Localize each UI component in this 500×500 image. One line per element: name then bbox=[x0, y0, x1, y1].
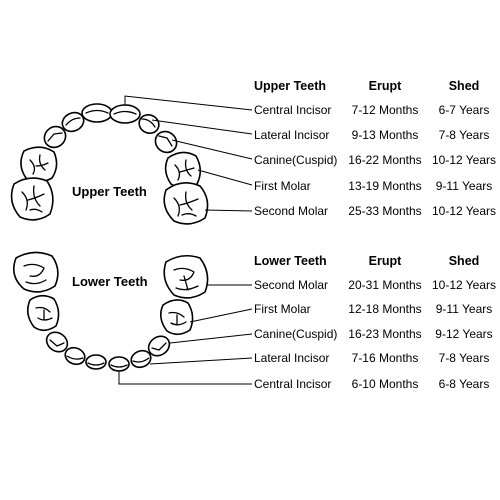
lower-right-canine-tooth bbox=[147, 335, 171, 357]
upper-left-first-molar-tooth bbox=[20, 146, 58, 183]
upper-row-erupt: 16-22 Months bbox=[348, 153, 421, 167]
lower-right-central-incisor-tooth bbox=[108, 356, 130, 372]
lower-row-name: Second Molar bbox=[254, 278, 328, 292]
lower-name-header: Lower Teeth bbox=[254, 254, 327, 268]
lower-arch bbox=[13, 251, 209, 372]
lower-erupt-header: Erupt bbox=[369, 254, 402, 268]
upper-right-central-incisor-tooth bbox=[109, 104, 141, 124]
upper-row-shed: 10-12 Years bbox=[432, 153, 496, 167]
upper-row-name: Second Molar bbox=[254, 204, 328, 218]
upper-row-erupt: 7-12 Months bbox=[352, 103, 419, 117]
lower-row-shed: 9-11 Years bbox=[436, 302, 493, 316]
upper-left-central-incisor-tooth bbox=[81, 103, 113, 123]
upper-erupt-header: Erupt bbox=[369, 79, 402, 93]
lower-row-shed: 7-8 Years bbox=[439, 351, 490, 365]
upper-row-name: Lateral Incisor bbox=[254, 128, 329, 142]
upper-row-shed: 9-11 Years bbox=[436, 179, 493, 193]
upper-row-name: First Molar bbox=[254, 179, 311, 193]
lower-row-shed: 9-12 Years bbox=[435, 327, 492, 341]
upper-right-second-molar-tooth bbox=[163, 182, 209, 225]
lower-left-second-molar-tooth bbox=[13, 251, 59, 293]
upper-row-name: Central Incisor bbox=[254, 103, 331, 117]
lower-row-shed: 10-12 Years bbox=[432, 278, 496, 292]
upper-leader-lines bbox=[124, 95, 253, 212]
upper-left-second-molar-tooth bbox=[10, 177, 54, 221]
upper-name-header: Upper Teeth bbox=[254, 79, 326, 93]
lower-row-name: First Molar bbox=[254, 302, 311, 316]
upper-row-erupt: 9-13 Months bbox=[352, 128, 419, 142]
upper-row-erupt: 25-33 Months bbox=[348, 204, 421, 218]
lower-right-second-molar-tooth bbox=[163, 254, 209, 299]
upper-left-canine-tooth bbox=[43, 125, 67, 149]
lower-row-erupt: 12-18 Months bbox=[348, 302, 421, 316]
lower-left-canine-tooth bbox=[45, 331, 69, 353]
lower-row-name: Central Incisor bbox=[254, 377, 331, 391]
upper-row-shed: 7-8 Years bbox=[439, 128, 490, 142]
upper-row-shed: 10-12 Years bbox=[432, 204, 496, 218]
upper-row-erupt: 13-19 Months bbox=[348, 179, 421, 193]
upper-right-lateral-incisor-tooth bbox=[138, 114, 160, 134]
lower-row-name: Lateral Incisor bbox=[254, 351, 329, 365]
lower-left-first-molar-tooth bbox=[26, 294, 60, 332]
lower-shed-header: Shed bbox=[449, 254, 480, 268]
lower-right-first-molar-tooth bbox=[159, 299, 194, 336]
upper-teeth-table: Upper Teeth Erupt Shed Central Incisor 7… bbox=[254, 79, 496, 218]
lower-row-name: Canine(Cuspid) bbox=[254, 327, 337, 341]
lower-left-central-incisor-tooth bbox=[85, 354, 107, 370]
lower-row-erupt: 20-31 Months bbox=[348, 278, 421, 292]
upper-shed-header: Shed bbox=[449, 79, 480, 93]
upper-jaw-label: Upper Teeth bbox=[72, 184, 147, 199]
upper-arch bbox=[10, 103, 209, 225]
lower-row-erupt: 16-23 Months bbox=[348, 327, 421, 341]
lower-row-shed: 6-8 Years bbox=[439, 377, 490, 391]
upper-row-name: Canine(Cuspid) bbox=[254, 153, 337, 167]
lower-left-lateral-incisor-tooth bbox=[64, 346, 86, 366]
upper-right-canine-tooth bbox=[154, 130, 178, 154]
lower-right-lateral-incisor-tooth bbox=[130, 349, 152, 369]
upper-left-lateral-incisor-tooth bbox=[61, 111, 85, 133]
lower-row-erupt: 6-10 Months bbox=[352, 377, 419, 391]
upper-row-shed: 6-7 Years bbox=[439, 103, 490, 117]
lower-leader-lines bbox=[118, 284, 253, 385]
lower-teeth-table: Lower Teeth Erupt Shed Second Molar 20-3… bbox=[254, 254, 496, 391]
lower-row-erupt: 7-16 Months bbox=[352, 351, 419, 365]
lower-jaw-label: Lower Teeth bbox=[72, 274, 148, 289]
